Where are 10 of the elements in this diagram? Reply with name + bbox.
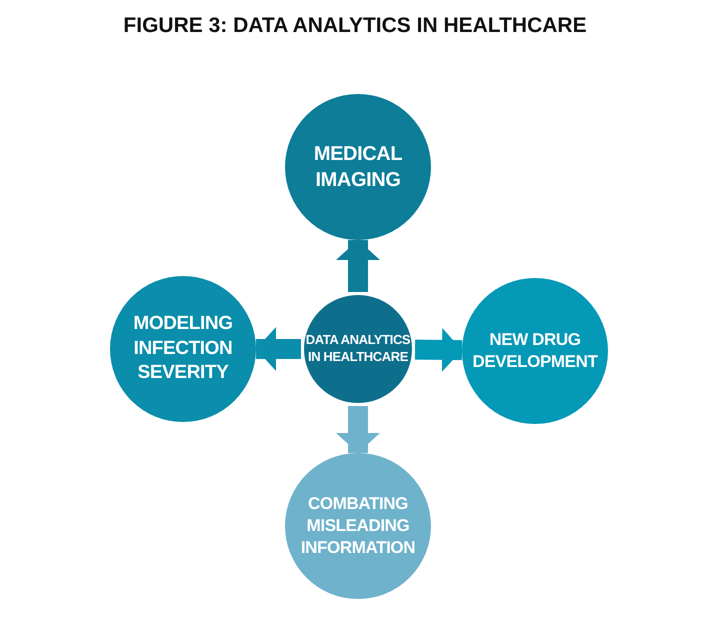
circle-label: MODELING INFECTION SEVERITY [132,312,234,386]
block-arrow [256,327,301,371]
block-arrow [414,328,462,372]
circle-label: COMBATING MISLEADING INFORMATION [300,492,416,560]
block-arrow [336,240,380,292]
figure-title: FIGURE 3: DATA ANALYTICS IN HEALTHCARE [122,14,588,38]
block-arrow [336,406,380,453]
circle-label: DATA ANALYTICS IN HEALTHCARE [305,332,411,366]
circle-label: MEDICAL IMAGING [312,142,404,193]
circle-label: NEW DRUG DEVELOPMENT [471,328,599,373]
